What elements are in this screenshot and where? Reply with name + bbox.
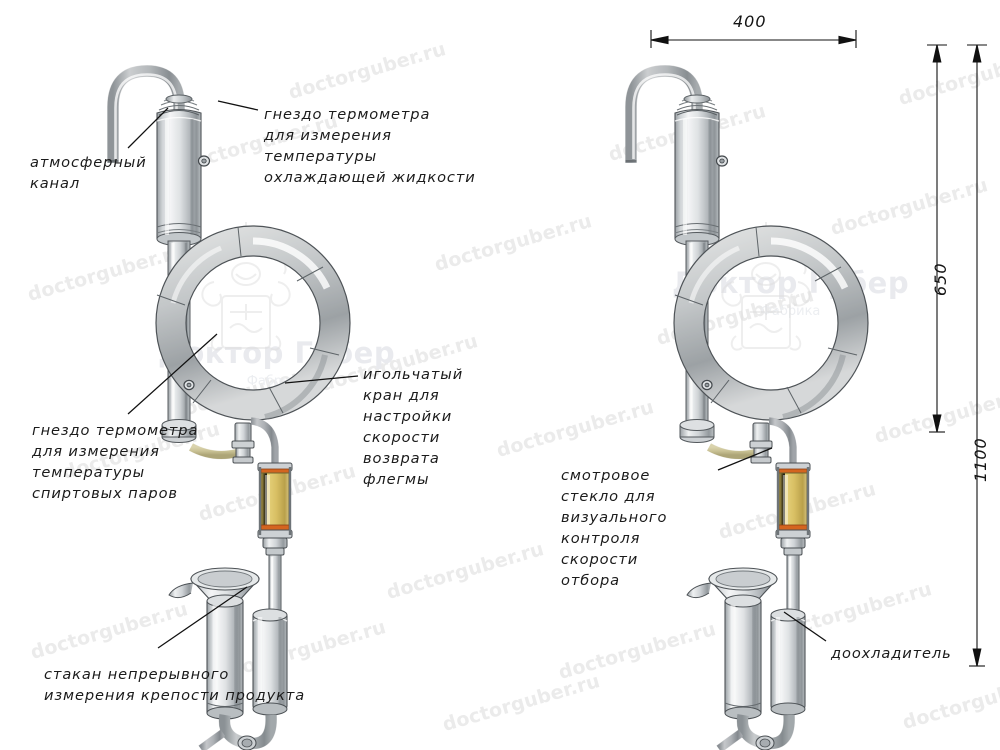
annotation-after-cooler: доохладитель: [831, 645, 952, 662]
dimension-label-1100: 1100: [971, 437, 990, 482]
annotation-thermometer-socket-coolant: гнездо термометра для измерения температ…: [264, 106, 476, 186]
annotation-thermometer-socket-vapor: гнездо термометра для измерения температ…: [32, 422, 199, 502]
annotation-needle-valve-reflux: игольчатый кран для настройки скорости в…: [363, 366, 464, 488]
dimension-label-650: 650: [931, 262, 950, 296]
dimension-label-400: 400: [733, 12, 767, 31]
annotation-atmospheric-channel: атмосферный канал: [30, 154, 147, 192]
annotation-sight-glass-visual-control: смотровое стекло для визуального контрол…: [561, 467, 668, 589]
annotation-continuous-strength-cup: стакан непрерывного измерения крепости п…: [44, 666, 306, 704]
